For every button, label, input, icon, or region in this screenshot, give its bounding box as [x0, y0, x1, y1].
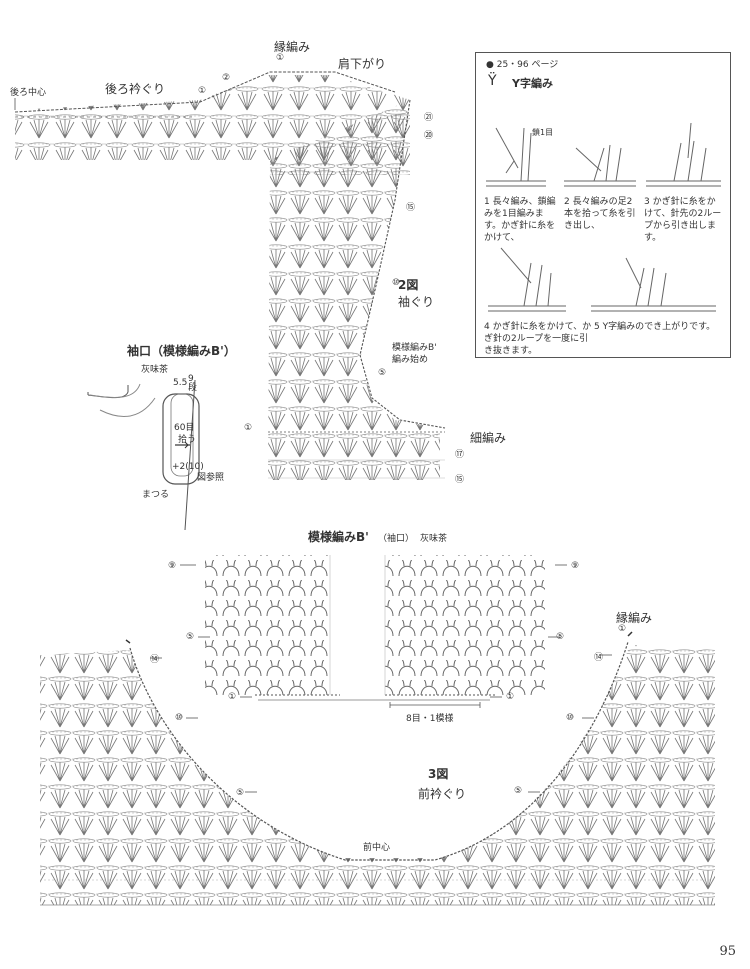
tutorial-step-4: 4 かぎ針に糸をかけて、かぎ針の2ループを一度に引き抜きます。: [484, 322, 592, 356]
tutorial-step-2: 2 長々編みの足2本を拾って糸を引き出し、: [564, 197, 636, 231]
cuff-title: 袖口（模様編みB'）: [127, 344, 236, 358]
fig2-title: 袖ぐり: [398, 295, 435, 309]
fig2-row-15-bottom: ⑮: [455, 475, 465, 485]
patternB-left-block: [205, 555, 330, 695]
fig2-shoulder-label: 肩下がり: [338, 57, 387, 71]
cuff-color: 灰味茶: [141, 365, 169, 375]
fig2-row-5: ⑤: [378, 368, 387, 378]
tutorial-title: Y字編み: [512, 77, 553, 90]
page-number: 95: [719, 944, 736, 959]
fig2-row-21: ㉑: [424, 113, 434, 123]
fig3-row5-right: ⑤: [514, 786, 523, 796]
cuff-rows: 9段: [188, 374, 198, 393]
cuff-sew: まつる: [142, 490, 170, 500]
fig2-row-17: ⑰: [455, 450, 465, 460]
patternB-color: 灰味茶: [420, 534, 448, 544]
fig2-row-1-bottom-left: ①: [244, 423, 253, 433]
fig3-row14-right: ⑭: [594, 653, 604, 663]
fig2-row-20: ⑳: [424, 131, 434, 141]
cuff-pick-2: 拾う: [178, 435, 197, 445]
fig2-back-neck: 後ろ衿ぐり: [105, 82, 166, 96]
patternB-row1-right: ①: [506, 692, 515, 702]
fig2-body: [268, 100, 440, 480]
tutorial-step-5: 5 Y字編みのでき上がりです。: [594, 322, 716, 332]
fig2-row-15: ⑮: [406, 203, 416, 213]
fig2-single-crochet: 細編み: [470, 431, 507, 445]
patternB-row9-right: ⑨: [571, 561, 580, 571]
patternB-row1-left: ①: [228, 692, 237, 702]
patternB-sub: （袖口）: [378, 534, 415, 544]
tutorial-step1-marker: 鎖1目: [532, 128, 554, 137]
cuff-plus: +2(10): [172, 462, 204, 472]
tutorial-step-1: 1 長々編み、鎖編みを1目編みます。かぎ針に糸をかけて、: [484, 197, 556, 243]
fig3-row14-left: ⑭: [150, 655, 160, 665]
y-stitch-icon: Ÿ: [488, 73, 497, 89]
fig2-row-2: ②: [222, 73, 231, 83]
fig2-patternB-start-2: 編み始め: [392, 355, 429, 365]
fig2-title-num: 2図: [398, 278, 419, 292]
patternB-repeat: 8目・1模様: [406, 714, 454, 724]
fig3-row10-right: ⑩: [566, 713, 575, 723]
patternB-row5-left: ⑤: [186, 632, 195, 642]
cuff-pick-1: 60目: [174, 423, 195, 433]
patternB-right-block: [385, 555, 545, 695]
fig3-row1-top: ①: [618, 624, 627, 634]
patternB-row9-left: ⑨: [168, 561, 177, 571]
tutorial-ref: ● 25・96 ページ: [486, 60, 559, 70]
fig2-row-1-top: ①: [276, 53, 285, 63]
fig3-edge-label: 縁編み: [616, 611, 653, 625]
tutorial-illustrations: [486, 122, 721, 312]
fig3-row10-left: ⑩: [175, 713, 184, 723]
fig3-body: [40, 645, 715, 905]
cuff-height: 5.5: [173, 378, 188, 388]
fig3-row5-left: ⑤: [236, 788, 245, 798]
fig2-row-10: ⑩: [392, 278, 401, 288]
fig2-row-1: ①: [198, 86, 207, 96]
patternB-row5-right: ⑤: [556, 632, 565, 642]
fig3-title-num: 3図: [428, 767, 449, 781]
cuff-see-diagram: 図参照: [197, 473, 225, 483]
fig3-front-center: 前中心: [363, 843, 391, 853]
fig2-edge-label: 縁編み: [274, 40, 311, 54]
y-stitch-tutorial-box: ● 25・96 ページ Ÿ Y字編み 鎖1目 1 長々編み: [475, 52, 731, 358]
fig2-patternB-start-1: 模様編みB': [392, 343, 437, 353]
patternB-title: 模様編みB': [308, 530, 369, 544]
fig3-title: 前衿ぐり: [418, 787, 467, 801]
fig2-back-center: 後ろ中心: [10, 88, 47, 98]
tutorial-step-3: 3 かぎ針に糸をかけて、針先の2ループから引き出します。: [644, 197, 722, 243]
